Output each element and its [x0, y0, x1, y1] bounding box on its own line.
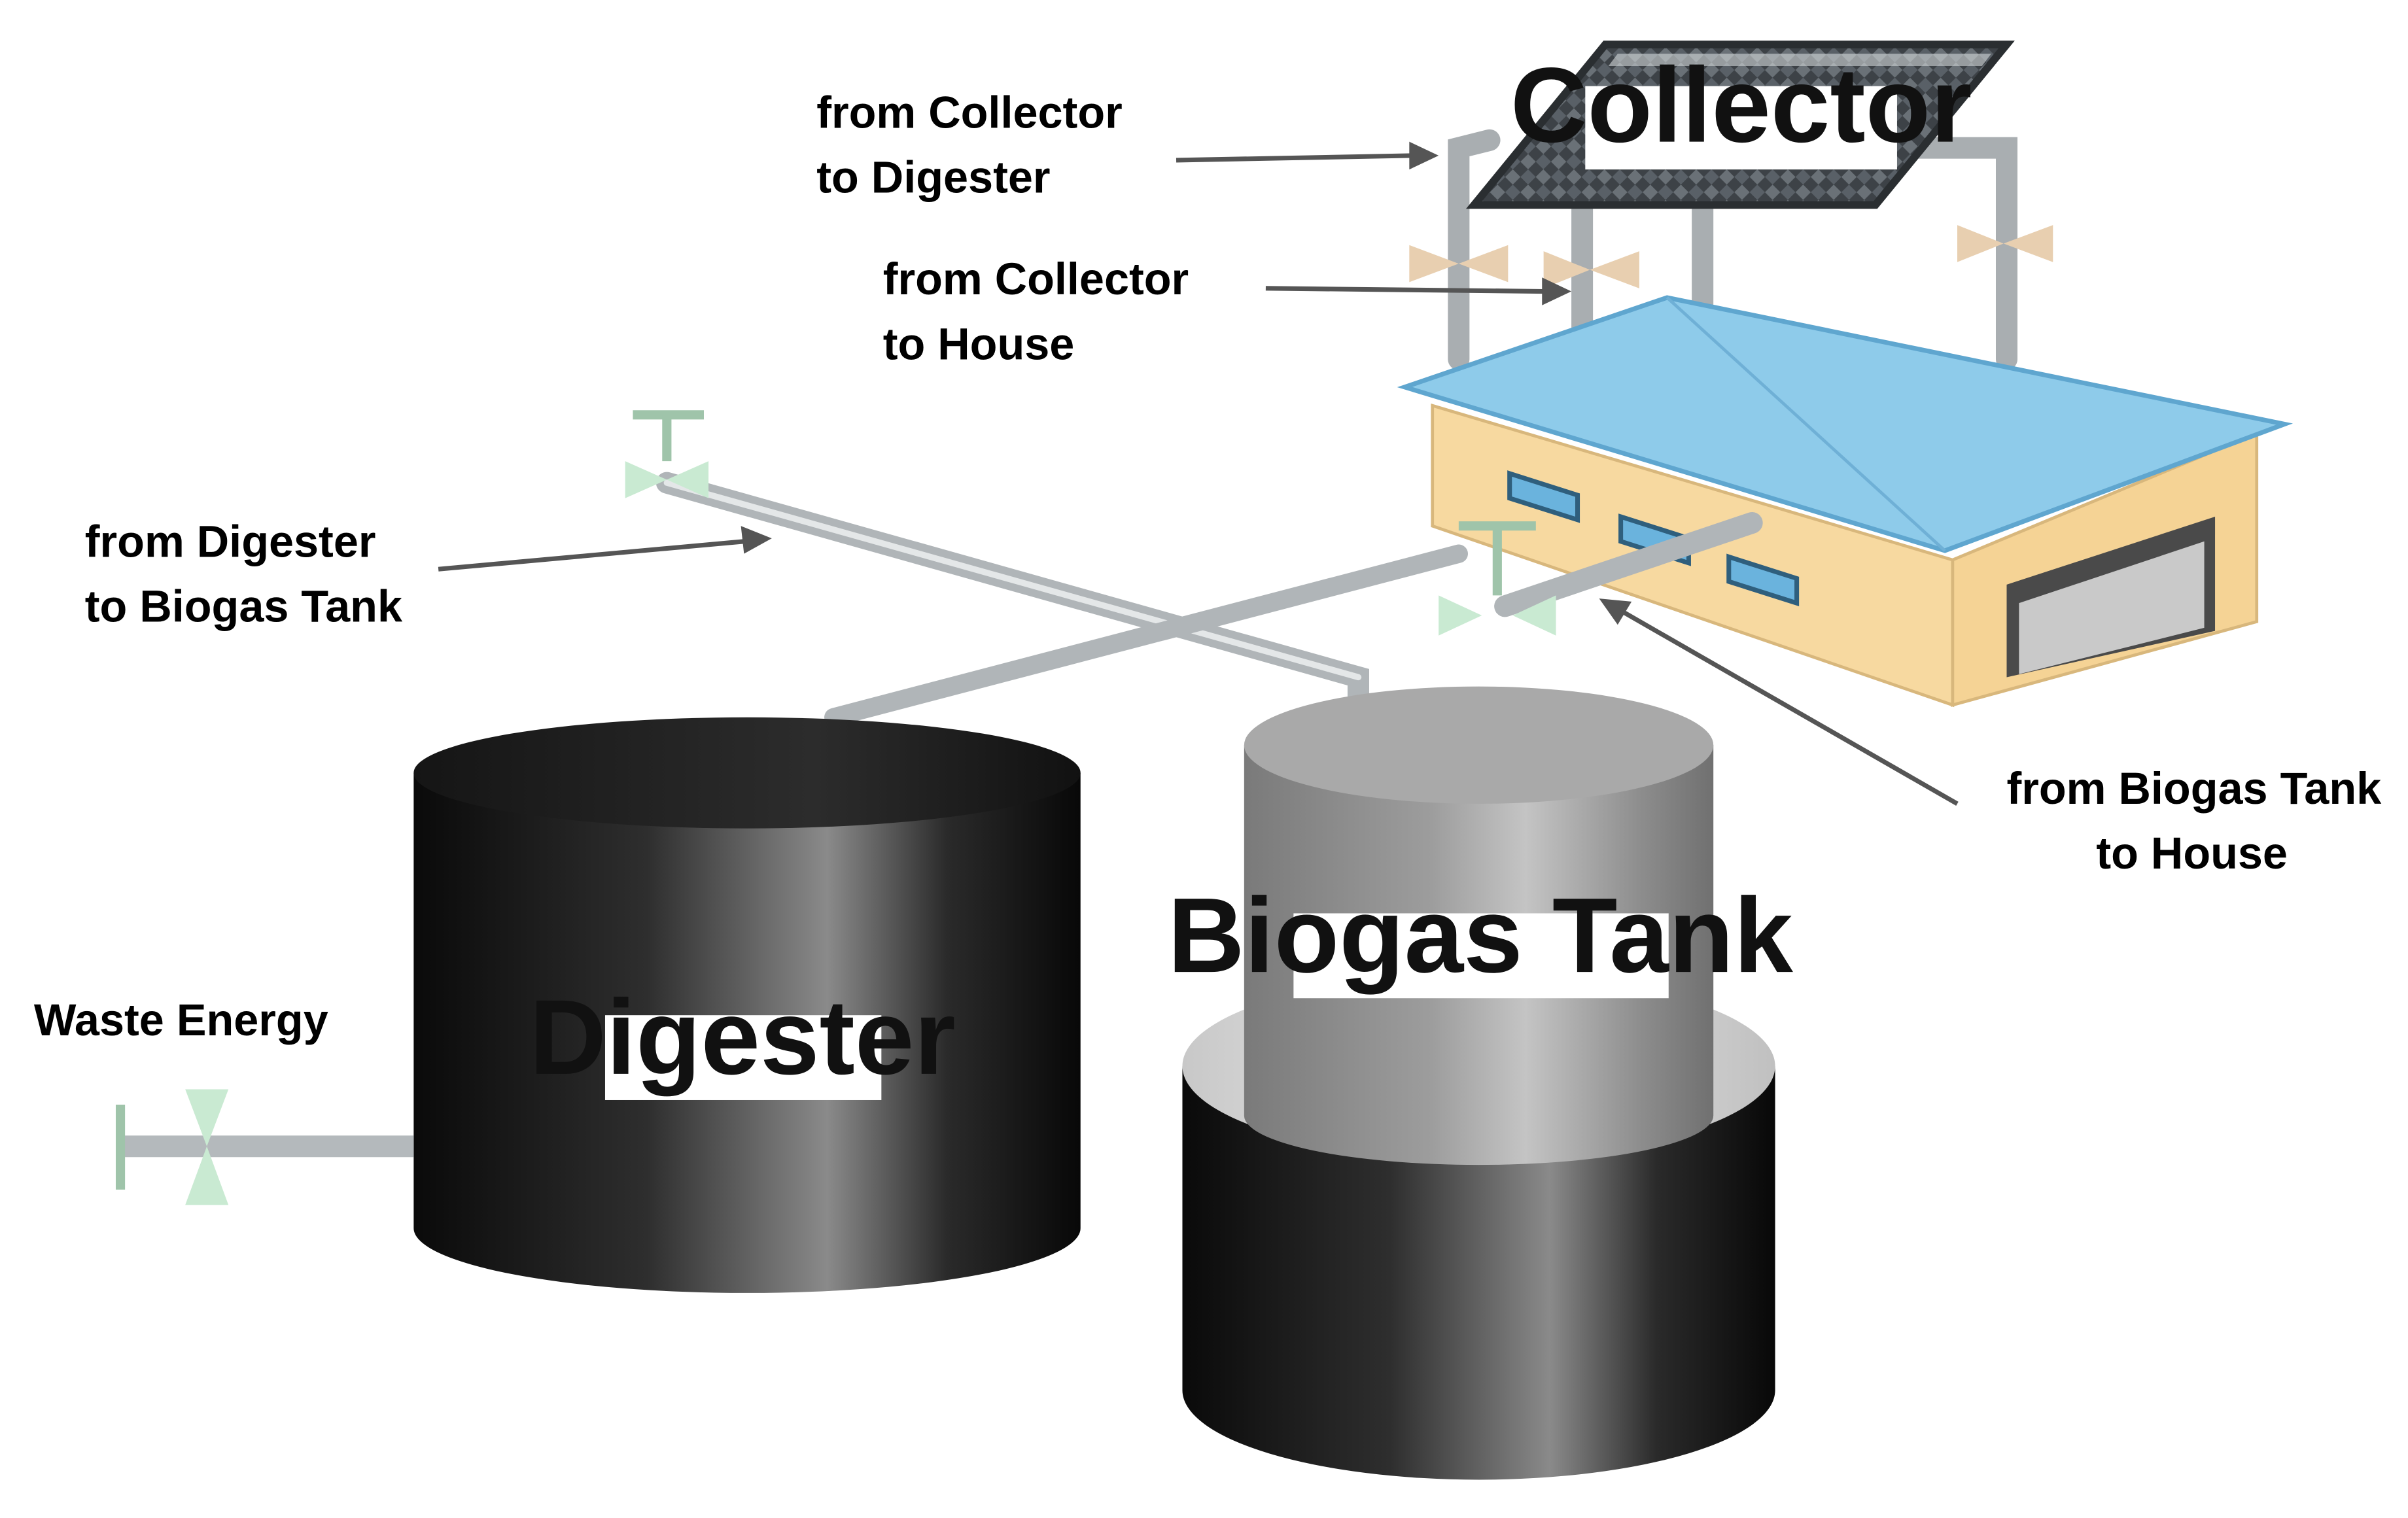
collector-label-box: Collector: [1510, 46, 1972, 170]
annotation-labels: from Collector to Digester from Collecto…: [34, 88, 2382, 1044]
label-digester-to-biogas-tank-line2: to Biogas Tank: [85, 581, 403, 631]
digester-label-box: Digester: [529, 978, 956, 1100]
label-waste-energy: Waste Energy: [34, 995, 328, 1045]
arrow-digester-to-biogas-tank: [438, 526, 772, 572]
collector-valves: [1409, 225, 2053, 288]
annotation-arrows: [438, 141, 1959, 806]
waste-energy-inlet: [115, 1089, 414, 1205]
biogas-tank-label-box: Biogas Tank: [1168, 876, 1793, 999]
digester-tank: [413, 410, 1081, 1293]
waste-energy-valve-icon[interactable]: [185, 1089, 229, 1205]
label-biogas-tank-to-house-line2: to House: [2096, 829, 2288, 878]
digester-valve-icon[interactable]: [625, 410, 709, 498]
arrow-collector-to-house: [1265, 277, 1572, 305]
valve-icon[interactable]: [1409, 245, 1509, 283]
valve-icon[interactable]: [1543, 251, 1639, 288]
arrow-biogas-tank-to-house: [1599, 598, 1959, 806]
valve-icon[interactable]: [1957, 225, 2053, 262]
house: [1397, 295, 2294, 708]
label-biogas-tank-to-house-line1: from Biogas Tank: [2007, 764, 2382, 814]
label-collector-to-digester-line2: to Digester: [816, 153, 1050, 203]
biogas-tank-label: Biogas Tank: [1168, 876, 1793, 995]
biogas-tank: [1182, 521, 1775, 1480]
label-collector-to-house-line2: to House: [883, 319, 1075, 369]
label-collector-to-digester-line1: from Collector: [816, 88, 1122, 137]
arrow-collector-to-digester: [1176, 141, 1439, 170]
collector-label: Collector: [1510, 46, 1972, 165]
label-digester-to-biogas-tank-line1: from Digester: [85, 517, 376, 566]
digester-label: Digester: [529, 978, 955, 1097]
label-collector-to-house-line1: from Collector: [883, 254, 1189, 304]
biogas-tank-valve-icon[interactable]: [1439, 521, 1556, 636]
